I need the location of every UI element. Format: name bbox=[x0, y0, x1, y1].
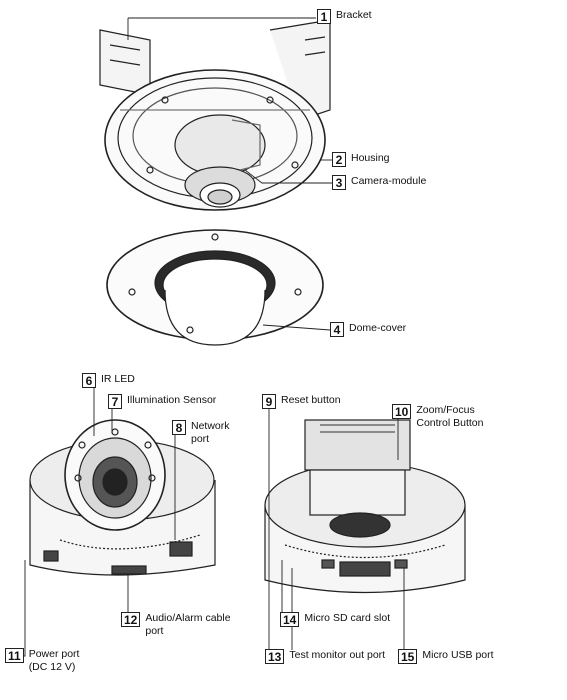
callout-number: 11 bbox=[5, 648, 24, 663]
bracket-illustration bbox=[99, 19, 331, 121]
callout-bracket: 1 Bracket bbox=[317, 9, 372, 24]
dome-cover-illustration bbox=[106, 229, 324, 346]
camera-module-illustration bbox=[174, 114, 266, 208]
callout-label: Camera-module bbox=[351, 175, 427, 187]
callout-label: Micro SD card slot bbox=[304, 612, 391, 624]
callout-number: 12 bbox=[121, 612, 141, 627]
callout-label: Micro USB port bbox=[422, 649, 494, 661]
callout-number: 9 bbox=[262, 394, 276, 409]
callout-power-port: 11 Power port (DC 12 V) bbox=[5, 648, 79, 674]
callout-camera-module: 3 Camera-module bbox=[332, 175, 426, 190]
callout-illumination-sensor: 7 Illumination Sensor bbox=[108, 394, 216, 409]
callout-label: Illumination Sensor bbox=[127, 394, 217, 406]
callout-micro-sd-slot: 14 Micro SD card slot bbox=[280, 612, 390, 627]
callout-number: 3 bbox=[332, 175, 346, 190]
callout-network-port: 8 Network port bbox=[172, 420, 230, 446]
callout-label: Zoom/Focus Control Button bbox=[416, 404, 484, 429]
callout-number: 15 bbox=[398, 649, 418, 664]
callout-reset-button: 9 Reset button bbox=[262, 394, 341, 409]
camera-front-view bbox=[29, 419, 216, 576]
callout-number: 6 bbox=[82, 373, 96, 388]
callout-zoom-focus-button: 10 Zoom/Focus Control Button bbox=[392, 404, 483, 430]
callout-number: 13 bbox=[265, 649, 285, 664]
camera-rear-view bbox=[264, 419, 466, 594]
callout-label: Housing bbox=[351, 152, 390, 164]
callout-label: Network port bbox=[191, 420, 230, 445]
callout-label: Power port (DC 12 V) bbox=[28, 648, 80, 673]
callout-number: 1 bbox=[317, 9, 331, 24]
callout-number: 2 bbox=[332, 152, 346, 167]
callout-number: 4 bbox=[330, 322, 344, 337]
callout-label: Dome-cover bbox=[349, 322, 407, 334]
callout-number: 10 bbox=[392, 404, 412, 419]
callout-housing: 2 Housing bbox=[332, 152, 390, 167]
callout-label: Bracket bbox=[336, 9, 372, 21]
callout-dome-cover: 4 Dome-cover bbox=[330, 322, 406, 337]
callout-number: 8 bbox=[172, 420, 186, 435]
callout-number: 7 bbox=[108, 394, 122, 409]
callout-number: 14 bbox=[280, 612, 300, 627]
callout-label: Reset button bbox=[281, 394, 341, 406]
callout-micro-usb-port: 15 Micro USB port bbox=[398, 649, 494, 664]
callout-audio-alarm-port: 12 Audio/Alarm cable port bbox=[121, 612, 231, 638]
callout-test-monitor-out: 13 Test monitor out port bbox=[265, 649, 385, 664]
callout-ir-led: 6 IR LED bbox=[82, 373, 135, 388]
callout-label: IR LED bbox=[101, 373, 135, 385]
callout-label: Audio/Alarm cable port bbox=[145, 612, 231, 637]
callout-label: Test monitor out port bbox=[289, 649, 386, 661]
